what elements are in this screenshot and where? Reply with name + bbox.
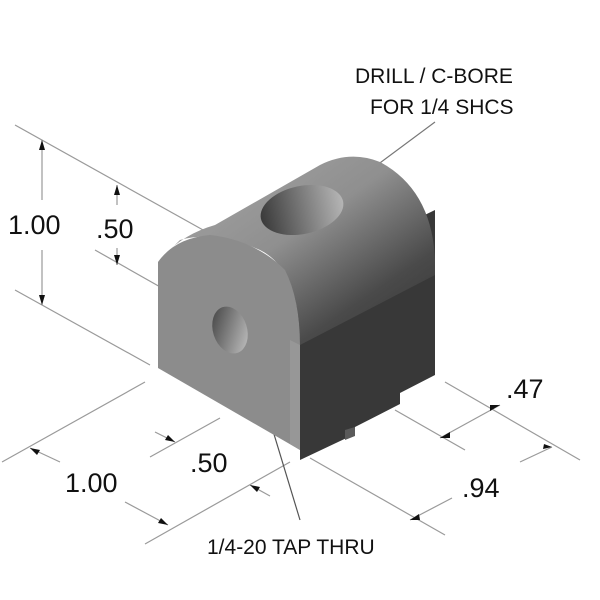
dim-height-hole: .50 [96, 214, 134, 244]
part-body [158, 156, 435, 460]
dim-depth-total: .94 [462, 473, 500, 503]
top-note-line1: DRILL / C-BORE [355, 65, 513, 88]
dim-height-total: 1.00 [8, 210, 61, 240]
cbore-hole [260, 184, 344, 236]
dim-depth-hole: .47 [506, 374, 544, 404]
bottom-note: 1/4-20 TAP THRU [207, 536, 375, 559]
dim-width-total: 1.00 [65, 468, 118, 498]
dim-width-hole: .50 [190, 448, 228, 478]
top-note-line2: FOR 1/4 SHCS [370, 96, 514, 119]
dimension-arrowheads [30, 140, 552, 525]
tapped-hole [212, 306, 248, 354]
